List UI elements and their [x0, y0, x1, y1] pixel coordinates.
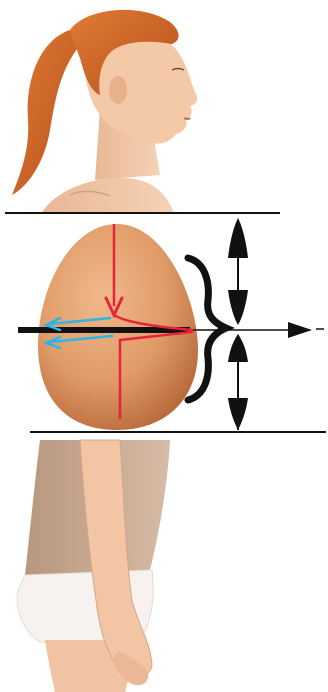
ponytail: [12, 30, 80, 195]
ear: [109, 76, 127, 104]
lips: [184, 118, 190, 119]
woman-lower-body: [0, 432, 328, 692]
woman-shoulders: [40, 178, 175, 215]
woman-head: [12, 10, 197, 195]
